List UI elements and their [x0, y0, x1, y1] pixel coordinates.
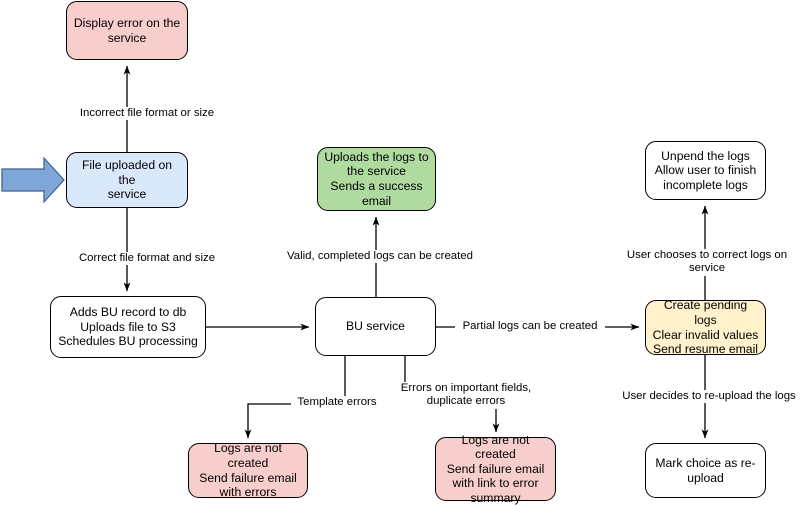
- node-unpend-logs[interactable]: Unpend the logs Allow user to finish inc…: [645, 141, 766, 200]
- edge-label-incorrect-format: Incorrect file format or size: [55, 107, 239, 121]
- node-file-uploaded[interactable]: File uploaded on the service: [66, 152, 188, 208]
- node-logs-not-created-link[interactable]: Logs are not created Send failure email …: [435, 433, 556, 505]
- node-bu-service[interactable]: BU service: [315, 297, 436, 356]
- edge-label-important-errors: Errors on important fields, duplicate er…: [390, 382, 542, 409]
- node-uploads-logs[interactable]: Uploads the logs to the service Sends a …: [317, 147, 436, 211]
- input-block-arrow: [1, 156, 65, 204]
- node-mark-reupload[interactable]: Mark choice as re- upload: [645, 443, 766, 498]
- edge-label-user-corrects: User chooses to correct logs on service: [607, 249, 801, 276]
- node-display-error[interactable]: Display error on the service: [66, 1, 188, 60]
- edge-label-valid-logs: Valid, completed logs can be created: [283, 250, 477, 264]
- edge-label-template-errors: Template errors: [291, 396, 383, 410]
- node-logs-not-created-errors[interactable]: Logs are not created Send failure email …: [188, 441, 308, 499]
- edge-label-correct-format: Correct file format and size: [55, 252, 239, 266]
- node-create-pending-logs[interactable]: Create pending logs Clear invalid values…: [645, 298, 766, 356]
- edge-label-partial-logs: Partial logs can be created: [455, 320, 605, 334]
- edge-label-user-reupload: User decides to re-upload the logs: [617, 390, 801, 404]
- node-adds-bu-record[interactable]: Adds BU record to db Uploads file to S3 …: [50, 296, 206, 358]
